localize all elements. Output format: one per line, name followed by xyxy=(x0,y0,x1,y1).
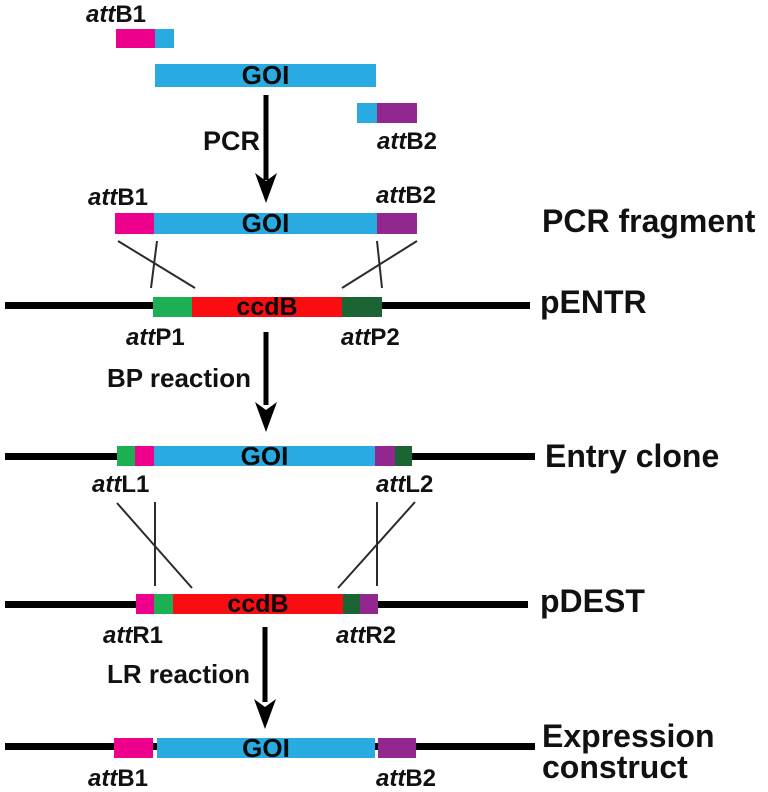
pentr-ccdb-segment: ccdB xyxy=(192,293,342,321)
attr2-site-label: attR2 xyxy=(336,622,396,650)
recombination-cross-right-lr-icon xyxy=(337,501,416,589)
attb2-italic-part: att xyxy=(377,128,407,155)
ccdb-label: ccdB xyxy=(227,589,289,618)
forward-primer-anneal-segment xyxy=(155,29,174,48)
attp2-site-label: attP2 xyxy=(341,324,400,352)
goi-template-label: GOI xyxy=(241,60,290,90)
attr1-site-label: attR1 xyxy=(103,622,163,650)
attb1-plain-part: B1 xyxy=(115,1,147,28)
attl2-plain-part: L2 xyxy=(405,471,434,498)
attb2-reverse-primer-label: attB2 xyxy=(377,128,437,156)
entry-clone-attl1-magenta-segment xyxy=(135,446,154,466)
attb1-italic-part: att xyxy=(88,184,118,211)
attb2-italic-part: att xyxy=(376,765,406,792)
attl1-plain-part: L1 xyxy=(121,471,150,498)
pcr-fragment-attb2-segment xyxy=(377,213,417,234)
goi-label: GOI xyxy=(241,208,290,238)
pentr-attp2-segment xyxy=(342,297,382,317)
entry-clone-attl2-green-segment xyxy=(395,446,412,466)
entry-clone-row-label: Entry clone xyxy=(545,438,720,474)
expression-goi-segment: GOI xyxy=(157,733,375,763)
pcr-fragment-attb1-label: attB1 xyxy=(88,184,148,212)
attr1-plain-part: R1 xyxy=(132,622,164,649)
expression-label-line2: construct xyxy=(542,749,688,785)
bp-reaction-step-label: BP reaction xyxy=(107,363,252,393)
attp1-plain-part: P1 xyxy=(155,324,185,351)
pdest-attr2-green-segment xyxy=(343,594,360,614)
attr2-plain-part: R2 xyxy=(365,622,397,649)
attb2-plain-part: B2 xyxy=(405,182,437,209)
attl2-italic-part: att xyxy=(376,471,406,498)
attb2-plain-part: B2 xyxy=(406,128,438,155)
pdest-ccdb-segment: ccdB xyxy=(173,590,343,618)
attl1-site-label: attL1 xyxy=(92,471,149,499)
reverse-primer-attb2-segment xyxy=(377,103,417,123)
expression-attb1-segment xyxy=(114,738,153,758)
expression-attb2-segment xyxy=(378,738,416,758)
attl2-site-label: attL2 xyxy=(376,471,433,499)
expression-attb1-label: attB1 xyxy=(88,765,148,792)
attb1-italic-part: att xyxy=(88,765,118,792)
attb2-italic-part: att xyxy=(376,182,406,209)
pdest-row-label: pDEST xyxy=(540,583,645,619)
pentr-attp1-segment xyxy=(153,297,192,317)
pdest-attr1-green-segment xyxy=(154,594,173,614)
attr1-italic-part: att xyxy=(103,622,133,649)
attb1-plain-part: B1 xyxy=(117,184,149,211)
entry-clone-goi-segment: GOI xyxy=(154,441,375,471)
attb1-forward-primer-label: attB1 xyxy=(86,1,146,29)
goi-template-bar: GOI xyxy=(155,60,376,90)
pdest-attr1-magenta-segment xyxy=(136,594,154,614)
pcr-fragment-goi-segment: GOI xyxy=(154,208,377,238)
pcr-fragment-attb2-label: attB2 xyxy=(376,182,436,210)
goi-label: GOI xyxy=(240,440,289,471)
goi-label: GOI xyxy=(242,732,290,763)
pcr-fragment-row-label: PCR fragment xyxy=(542,203,756,239)
lr-down-arrow-icon xyxy=(254,627,276,729)
recombination-cross-left-bp-icon xyxy=(117,240,196,289)
entry-clone-attl2-purple-segment xyxy=(375,446,395,466)
attp1-site-label: attP1 xyxy=(126,324,185,352)
forward-primer-attb1-segment xyxy=(116,29,155,48)
bp-down-arrow-icon xyxy=(255,332,277,432)
ccdb-label: ccdB xyxy=(236,292,298,321)
attp2-italic-part: att xyxy=(341,324,371,351)
pcr-step-label: PCR xyxy=(203,126,261,156)
attb2-plain-part: B2 xyxy=(405,765,437,792)
expression-construct-row-label: Expression construct xyxy=(542,718,715,785)
recombination-cross-right-bp-icon xyxy=(341,240,418,289)
attb1-plain-part: B1 xyxy=(117,765,149,792)
attb1-italic-part: att xyxy=(86,1,116,28)
reverse-primer-anneal-segment xyxy=(357,103,377,123)
attr2-italic-part: att xyxy=(336,622,366,649)
expression-attb2-label: attB2 xyxy=(376,765,436,792)
attl1-italic-part: att xyxy=(92,471,122,498)
pentr-row-label: pENTR xyxy=(540,284,647,320)
pdest-attr2-purple-segment xyxy=(360,594,378,614)
expression-label-line1: Expression xyxy=(542,718,715,754)
attp1-italic-part: att xyxy=(126,324,156,351)
lr-reaction-step-label: LR reaction xyxy=(107,659,251,689)
pcr-fragment-attb1-segment xyxy=(115,213,154,234)
recombination-cross-left-lr-icon xyxy=(116,502,193,589)
entry-clone-attl1-green-segment xyxy=(117,446,135,466)
attp2-plain-part: P2 xyxy=(370,324,400,351)
